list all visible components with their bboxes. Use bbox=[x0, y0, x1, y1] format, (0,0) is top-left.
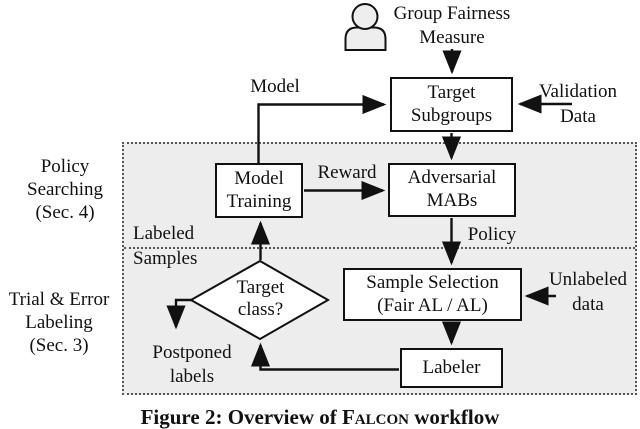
person-icon bbox=[344, 3, 387, 51]
region-divider bbox=[124, 247, 635, 249]
target-class-diamond bbox=[188, 259, 331, 341]
caption-falcon: Falcon bbox=[341, 405, 409, 429]
node-target-class-label: Target class? bbox=[236, 277, 285, 320]
node-sample-selection: Sample Selection (Fair AL / AL) bbox=[343, 268, 522, 321]
postponed-labels-label: Postponed labels bbox=[152, 342, 232, 387]
reward-edge-label: Reward bbox=[317, 162, 377, 183]
node-model-training: Model Training bbox=[215, 163, 303, 218]
unlabeled-data-label: Unlabeled data bbox=[548, 269, 628, 315]
labeled-samples-label: Labeled Samples bbox=[133, 223, 198, 269]
model-edge-label: Model bbox=[250, 76, 300, 97]
trial-error-labeling-label: Trial & Error Labeling (Sec. 3) bbox=[8, 289, 110, 356]
edge-model-to-target bbox=[257, 94, 387, 164]
node-adversarial-mabs: Adversarial MABs bbox=[388, 163, 516, 217]
edge-labeler-to-diamond bbox=[250, 342, 399, 371]
policy-searching-label: Policy Searching (Sec. 4) bbox=[27, 156, 103, 223]
edge-postponed bbox=[166, 298, 192, 330]
node-labeler: Labeler bbox=[400, 348, 503, 388]
policy-edge-label: Policy bbox=[467, 224, 517, 245]
validation-data-label: Validation Data bbox=[538, 81, 618, 127]
group-fairness-label: Group Fairness Measure bbox=[393, 3, 511, 48]
caption-prefix: Figure 2: Overview of bbox=[140, 405, 342, 429]
node-target-subgroups: Target Subgroups bbox=[390, 77, 513, 132]
figure-caption: Figure 2: Overview of Falcon workflow bbox=[0, 405, 640, 429]
caption-suffix: workflow bbox=[408, 405, 500, 429]
